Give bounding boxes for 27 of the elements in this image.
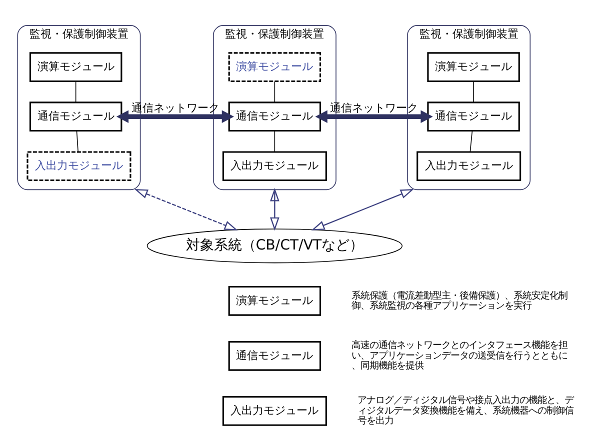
connector bbox=[274, 80, 276, 102]
node-label: 系統保護（電流差動型主・後備保護）、系統安定化制御、系統監視の各種アプリケーションを実行 bbox=[351, 290, 568, 311]
node-box: 通信モジュール bbox=[427, 101, 520, 132]
node-label: 高速の通信ネットワークとのインタフェース機能を担い、アプリケーションデータの送受信を行うとともに、同期機能を提供 bbox=[351, 340, 568, 372]
node-box: 演算モジュール bbox=[228, 52, 322, 82]
connector bbox=[75, 80, 76, 102]
node-ellipse: 対象系統（CB/CT/VTなど） bbox=[146, 228, 403, 263]
arrow bbox=[134, 188, 238, 230]
connector bbox=[76, 130, 78, 152]
connector bbox=[470, 130, 473, 152]
node-box: 演算モジュール bbox=[228, 285, 322, 316]
connector bbox=[473, 80, 474, 102]
node-box: 演算モジュール bbox=[427, 52, 520, 82]
node-box: 通信モジュール bbox=[228, 101, 322, 132]
arrow bbox=[270, 187, 280, 230]
node-box: 入出力モジュール bbox=[416, 150, 522, 181]
arrow bbox=[116, 110, 234, 122]
node-box: 入出力モジュール bbox=[26, 150, 132, 181]
node-box: 通信モジュール bbox=[29, 101, 122, 132]
connector bbox=[274, 130, 276, 152]
arrow bbox=[315, 110, 433, 122]
node-label: アナログ／ディジタル信号や接点入出力の機能と、ディジタルデータ変換機能を備え、系統機器への制御信号を出力 bbox=[358, 394, 574, 426]
arrow bbox=[311, 188, 414, 230]
node-box: 入出力モジュール bbox=[222, 150, 327, 181]
node-box: 通信モジュール bbox=[228, 340, 322, 370]
node-box: 演算モジュール bbox=[29, 52, 122, 82]
node-box: 入出力モジュール bbox=[222, 396, 327, 426]
